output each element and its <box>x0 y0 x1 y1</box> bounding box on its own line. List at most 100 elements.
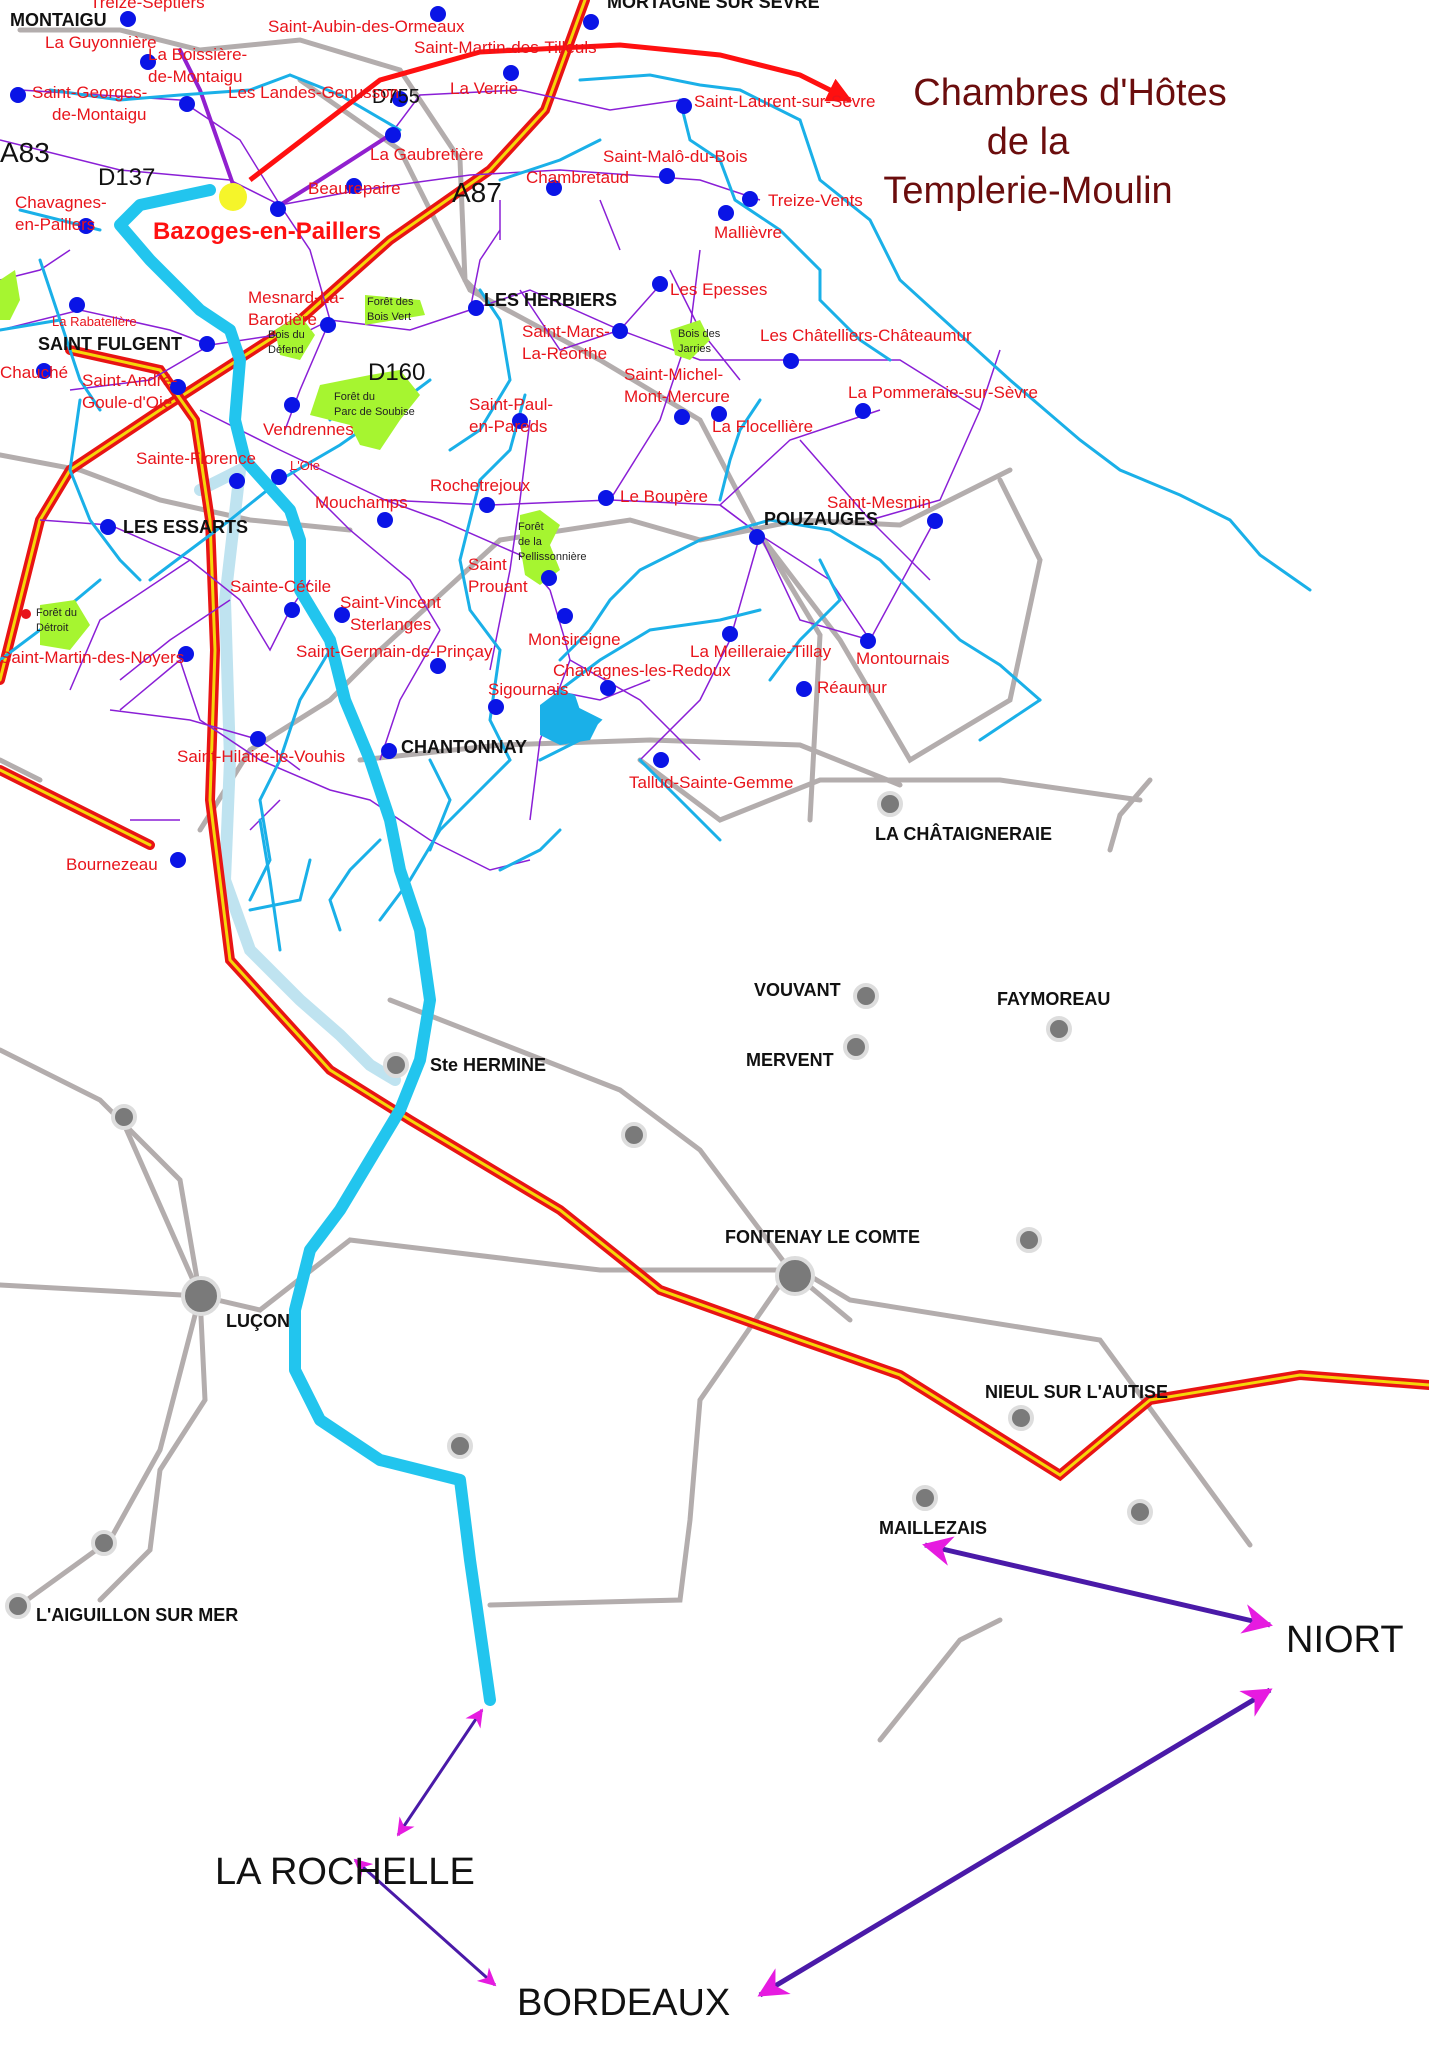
village-label: Chambretaud <box>526 168 629 187</box>
road-label-a87: A87 <box>452 177 502 208</box>
forest-label: Bois des <box>678 328 721 340</box>
forest-label: Forêt du <box>36 607 77 619</box>
village-label: Saint-Mars- <box>522 322 610 341</box>
village-label: Treize-Vents <box>768 191 863 210</box>
village-label: Mallièvre <box>714 223 782 242</box>
village-label: La Boissière- <box>148 45 247 64</box>
forest-label: Jarries <box>678 343 712 355</box>
village-label: Saint-Martin-des-Noyers <box>0 648 184 667</box>
road-label-d160: D160 <box>368 359 425 386</box>
village-label: Saint <box>468 555 507 574</box>
start-red-dot <box>21 609 31 619</box>
road-label-d755: D755 <box>372 86 420 108</box>
town-label-ste-hermine: Ste HERMINE <box>430 1055 546 1075</box>
village-label: Saint-Laurent-sur-Sèvre <box>694 92 875 111</box>
title-line-2: de la <box>987 121 1070 163</box>
forest-label: de la <box>518 536 543 548</box>
title-line-1: Chambres d'Hôtes <box>913 72 1227 114</box>
village-label: Saint-Malô-du-Bois <box>603 147 748 166</box>
village-label: La Flocellière <box>712 417 813 436</box>
village-label: Chauché <box>0 363 68 382</box>
rivers <box>0 73 1312 952</box>
village-label: Chavagnes- <box>15 193 107 212</box>
village-dots <box>10 6 943 868</box>
forests <box>0 270 710 650</box>
town-label-lucon: LUÇON <box>226 1311 290 1331</box>
town-label-les-essarts: LES ESSARTS <box>123 517 248 537</box>
village-label: Vendrennes <box>263 420 354 439</box>
village-label: La-Réorthe <box>522 344 607 363</box>
main-roads <box>0 27 1253 1743</box>
town-label-aiguillon: L'AIGUILLON SUR MER <box>36 1605 238 1625</box>
village-label: Beaurepaire <box>308 179 401 198</box>
village-label: La Verrie <box>450 79 518 98</box>
destination-arrows <box>353 1536 1273 1998</box>
village-label: Mesnard-La- <box>248 288 344 307</box>
forest-label: Bois Vert <box>367 311 411 323</box>
destination-bordeaux: BORDEAUX <box>517 1982 730 2024</box>
village-label: Montournais <box>856 649 950 668</box>
village-label: Saint-Mesmin <box>827 493 931 512</box>
forest-label: Parc de Soubise <box>334 406 415 418</box>
forest-labels: Forêt des Bois Vert Bois du Défend Forêt… <box>36 296 721 634</box>
forest-label: Forêt du <box>334 391 375 403</box>
village-label: Saint-Vincent <box>340 593 441 612</box>
title-block: Chambres d'Hôtes de la Templerie-Moulin <box>883 72 1226 212</box>
village-labels: Treize-Septiers La Guyonnière La Boissiè… <box>0 0 1038 874</box>
main-route <box>114 184 496 1706</box>
village-label: Sterlanges <box>350 615 431 634</box>
forest-label: Forêt <box>518 521 544 533</box>
forest-label: Défend <box>268 344 303 356</box>
town-label-vouvant: VOUVANT <box>754 980 841 1000</box>
destination-niort: NIORT <box>1286 1619 1404 1661</box>
motorways <box>0 0 1429 1482</box>
village-label: Rochetrejoux <box>430 476 531 495</box>
start-point-label: Bazoges-en-Paillers <box>153 218 381 245</box>
title-line-3: Templerie-Moulin <box>883 170 1172 212</box>
village-label: de-Montaigu <box>52 105 147 124</box>
village-label: en-Paillers <box>15 215 95 234</box>
forest-label: Bois du <box>268 329 305 341</box>
village-label: Saint-André- <box>82 371 177 390</box>
village-label: La Meilleraie-Tillay <box>690 642 832 661</box>
town-label-saint-fulgent: SAINT FULGENT <box>38 334 182 354</box>
city-dots <box>5 791 1153 1619</box>
village-label: Saint-Germain-de-Prinçay <box>296 642 493 661</box>
village-label: Les Landes-Genusson <box>228 83 399 102</box>
village-label: Les Châtelliers-Châteaumur <box>760 326 972 345</box>
village-label: Chavagnes-les-Redoux <box>553 661 731 680</box>
village-label: La Pommeraie-sur-Sèvre <box>848 383 1038 402</box>
town-label-mortagne: MORTAGNE SUR SEVRE <box>607 0 820 12</box>
village-label: Sainte-Florence <box>136 449 256 468</box>
village-label: Barotière <box>248 310 317 329</box>
town-labels: MONTAIGU MORTAGNE SUR SEVRE LES HERBIERS… <box>10 0 1168 1625</box>
village-label: Sigournais <box>488 680 568 699</box>
town-label-la-chataigneraie: LA CHÂTAIGNERAIE <box>875 823 1052 844</box>
town-label-les-herbiers: LES HERBIERS <box>484 290 617 310</box>
road-label-d137: D137 <box>98 164 155 191</box>
town-label-mervent: MERVENT <box>746 1050 834 1070</box>
forest-label: Pellissonnière <box>518 551 586 563</box>
village-label: Saint-Paul- <box>469 395 553 414</box>
town-label-pouzauges: POUZAUGES <box>764 509 878 529</box>
title-arrow <box>248 42 853 182</box>
village-label: Saint-Aubin-des-Ormeaux <box>268 17 465 36</box>
secondary-route <box>194 459 401 1086</box>
town-label-maillezais: MAILLEZAIS <box>879 1518 987 1538</box>
village-label: Réaumur <box>817 678 887 697</box>
village-label: L'Oie <box>290 458 320 473</box>
village-label: Monsireigne <box>528 630 621 649</box>
village-label: de-Montaigu <box>148 67 243 86</box>
lake <box>540 690 600 745</box>
village-label: Saint-Martin-des-Tilleuls <box>414 38 597 57</box>
village-label: Mont-Mercure <box>624 387 730 406</box>
town-label-nieul: NIEUL SUR L'AUTISE <box>985 1382 1168 1402</box>
village-label: Saint-Georges- <box>32 83 147 102</box>
forest-label: Détroit <box>36 622 68 634</box>
village-label: Sainte-Cécile <box>230 577 331 596</box>
town-label-montaigu: MONTAIGU <box>10 10 107 30</box>
highlighted-minor-roads <box>178 48 392 207</box>
town-label-faymoreau: FAYMOREAU <box>997 989 1110 1009</box>
village-label: La Guyonnière <box>45 33 157 52</box>
